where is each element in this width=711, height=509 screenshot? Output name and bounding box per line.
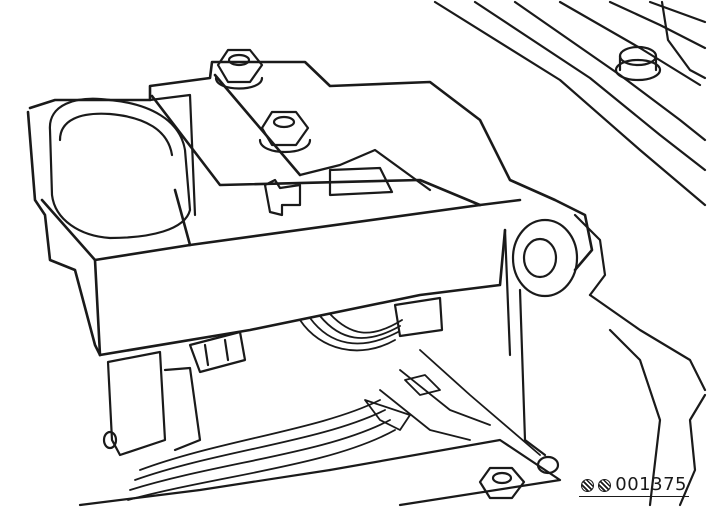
lower-connector-center	[188, 296, 444, 374]
figure-reference-code: 001375	[579, 475, 689, 497]
bolt-bottom	[478, 466, 526, 500]
body-panel-lines	[433, 0, 707, 207]
reference-mark-icon	[581, 478, 595, 492]
mounting-bushing	[503, 213, 707, 457]
reference-code-text: 001375	[615, 474, 687, 495]
wire-harness	[127, 313, 541, 501]
bolt-top-left	[214, 48, 264, 90]
bolt-upper-right	[614, 45, 662, 82]
relay-box-housing	[26, 60, 594, 357]
latch-tab	[263, 148, 432, 217]
bolt-top-center	[258, 110, 312, 154]
side-panel-edge	[608, 328, 707, 507]
housing-end-cap	[48, 93, 197, 240]
reference-mark-icon	[598, 478, 612, 492]
bottom-bracket	[78, 438, 562, 507]
lower-connector-left	[102, 350, 202, 457]
